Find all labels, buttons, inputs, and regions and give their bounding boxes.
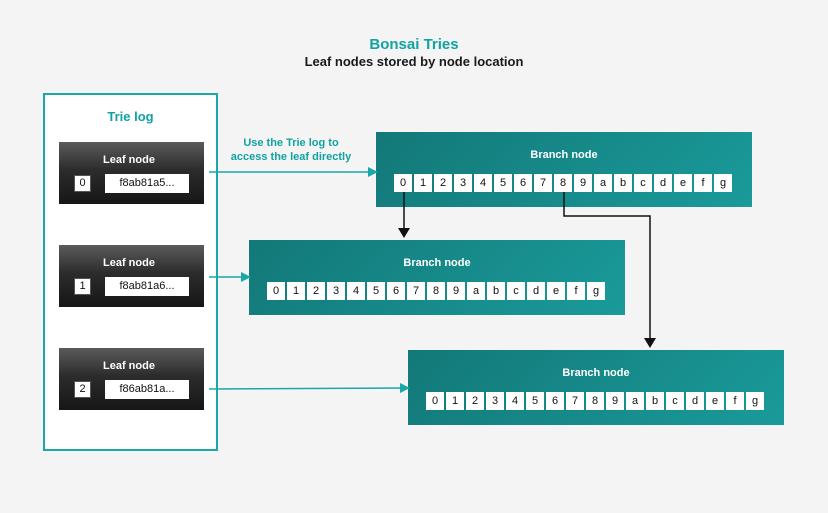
branch-slot: a (467, 282, 485, 300)
branch-node-label: Branch node (562, 367, 630, 379)
branch-slot: 3 (327, 282, 345, 300)
leaf-node-2: Leaf node 2 f86ab81a... (59, 348, 204, 410)
branch-slot: d (654, 174, 672, 192)
branch-slot: 0 (267, 282, 285, 300)
branch-slot: 1 (414, 174, 432, 192)
branch-slot: 4 (474, 174, 492, 192)
teal-arrow-to-leaf-2 (208, 383, 410, 394)
leaf-node-label: Leaf node (103, 154, 155, 166)
leaf-node-0: Leaf node 0 f8ab81a5... (59, 142, 204, 204)
branch-slot: 6 (387, 282, 405, 300)
branch-slot: 9 (574, 174, 592, 192)
leaf-node-label: Leaf node (103, 360, 155, 372)
black-arrow-slot-8 (563, 192, 651, 338)
branch-slot: 8 (586, 392, 604, 410)
trie-log-caption: Use the Trie log to access the leaf dire… (224, 136, 358, 164)
branch-slot: 7 (566, 392, 584, 410)
branch-slot: 3 (486, 392, 504, 410)
branch-slot: e (674, 174, 692, 192)
caption-line-2: access the leaf directly (230, 151, 352, 163)
leaf-node-label: Leaf node (103, 257, 155, 269)
branch-slot: 2 (466, 392, 484, 410)
branch-slot: 2 (307, 282, 325, 300)
trie-log-title: Trie log (107, 109, 154, 124)
branch-slot: 8 (427, 282, 445, 300)
branch-slot: 3 (454, 174, 472, 192)
branch-slot: c (507, 282, 525, 300)
branch-slot: 1 (287, 282, 305, 300)
branch-slot: c (666, 392, 684, 410)
branch-slot: f (567, 282, 585, 300)
branch-slot: 6 (546, 392, 564, 410)
branch-slot: 4 (347, 282, 365, 300)
branch-slot: f (726, 392, 744, 410)
diagram-title: Bonsai Tries (369, 36, 459, 53)
branch-slot: b (614, 174, 632, 192)
branch-slot: 6 (514, 174, 532, 192)
branch-slot: 5 (367, 282, 385, 300)
branch-slot: g (587, 282, 605, 300)
branch-slot: f (694, 174, 712, 192)
branch-slot: 7 (534, 174, 552, 192)
branch-slot: 2 (434, 174, 452, 192)
leaf-index-box: 2 (74, 381, 91, 398)
branch-slot: 0 (426, 392, 444, 410)
branch-slot: 1 (446, 392, 464, 410)
branch-slot: e (547, 282, 565, 300)
branch-slot: b (487, 282, 505, 300)
branch-slot: d (686, 392, 704, 410)
branch-slot: b (646, 392, 664, 410)
branch-slot: 0 (394, 174, 412, 192)
leaf-hash-value: f86ab81a... (105, 380, 189, 399)
branch-slot: 9 (447, 282, 465, 300)
branch-slot: a (626, 392, 644, 410)
leaf-index-box: 1 (74, 278, 91, 295)
diagram-subtitle: Leaf nodes stored by node location (304, 54, 524, 69)
branch-node-label: Branch node (403, 257, 471, 269)
leaf-hash-value: f8ab81a5... (105, 174, 189, 193)
branch-slot: 4 (506, 392, 524, 410)
branch-slot: 7 (407, 282, 425, 300)
branch-node-label: Branch node (530, 149, 598, 161)
branch-slot: a (594, 174, 612, 192)
black-arrow-head-8 (644, 338, 656, 348)
branch-slot: 8 (554, 174, 572, 192)
branch-slot: g (714, 174, 732, 192)
branch-slot: 9 (606, 392, 624, 410)
leaf-node-1: Leaf node 1 f8ab81a6... (59, 245, 204, 307)
branch-slot: g (746, 392, 764, 410)
black-arrow-head-0 (398, 228, 410, 238)
branch-slot: c (634, 174, 652, 192)
branch-slot: 5 (494, 174, 512, 192)
branch-slot: 5 (526, 392, 544, 410)
branch-slot: d (527, 282, 545, 300)
leaf-index-box: 0 (74, 175, 91, 192)
caption-line-1: Use the Trie log to (243, 137, 339, 149)
branch-slot: e (706, 392, 724, 410)
leaf-hash-value: f8ab81a6... (105, 277, 189, 296)
